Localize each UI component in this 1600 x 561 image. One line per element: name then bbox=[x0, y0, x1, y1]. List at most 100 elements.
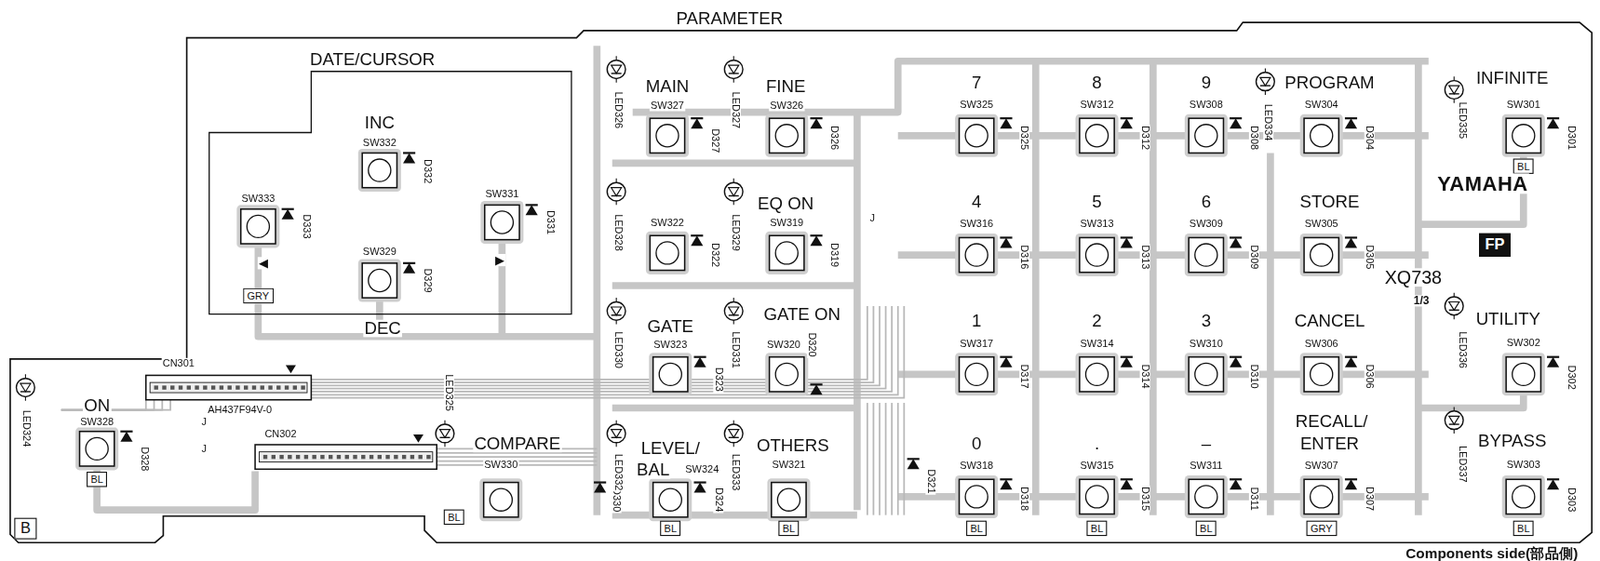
trace bbox=[592, 45, 601, 515]
switch-plunger bbox=[1195, 485, 1218, 509]
switch-body bbox=[362, 263, 397, 298]
key-legend: INC bbox=[363, 113, 396, 132]
arrow-symbol: ▶ bbox=[494, 254, 506, 267]
part-label: SW307 bbox=[1304, 461, 1340, 472]
switch-pad bbox=[1300, 114, 1344, 158]
switch-plunger bbox=[489, 488, 512, 511]
part-ref: LED327 bbox=[730, 90, 741, 130]
tag-text: BL bbox=[1090, 523, 1103, 535]
sheet-number: 1/3 bbox=[1412, 295, 1431, 307]
switch-body bbox=[959, 237, 995, 272]
tag-text: BL bbox=[90, 473, 103, 485]
switch-plunger bbox=[658, 488, 682, 511]
part-ref: LED329 bbox=[730, 213, 741, 253]
part-label: SW301 bbox=[1505, 99, 1542, 110]
cap-color-tag: GRY bbox=[1306, 521, 1337, 537]
switch-body bbox=[769, 357, 805, 392]
cap-color-tag: BL bbox=[778, 521, 799, 537]
part-ref: D323 bbox=[712, 366, 724, 393]
switch-plunger bbox=[775, 242, 798, 265]
connector-pin bbox=[219, 385, 224, 390]
led-bar bbox=[1260, 84, 1271, 86]
diode-bar bbox=[1344, 356, 1358, 359]
key-legend: 3 bbox=[1200, 312, 1213, 331]
switch-plunger bbox=[965, 485, 988, 509]
part-label: CN301 bbox=[161, 358, 196, 369]
part-ref: LED331 bbox=[730, 330, 741, 370]
trace bbox=[897, 403, 900, 516]
led-bar bbox=[611, 437, 622, 439]
connector-pin bbox=[410, 455, 415, 459]
diode-symbol bbox=[907, 458, 920, 470]
switch-pad bbox=[358, 258, 402, 302]
switch-plunger bbox=[965, 363, 988, 386]
led-symbol bbox=[724, 424, 743, 444]
connector-pin bbox=[369, 455, 374, 459]
tag-text: B bbox=[20, 519, 31, 538]
part-label: SW326 bbox=[768, 101, 805, 112]
part-label: SW303 bbox=[1505, 459, 1542, 471]
part-ref: D306 bbox=[1364, 363, 1375, 390]
trace bbox=[853, 112, 861, 511]
part-ref: D317 bbox=[1019, 363, 1030, 390]
tag-text: BL bbox=[782, 523, 795, 535]
led-triangle bbox=[611, 65, 622, 74]
diode-bar bbox=[999, 117, 1012, 120]
led-triangle bbox=[1449, 416, 1460, 425]
key-legend: INFINITE bbox=[1475, 69, 1550, 88]
part-ref: LED337 bbox=[1457, 444, 1468, 485]
part-label: SW304 bbox=[1304, 99, 1340, 110]
switch-plunger bbox=[1195, 124, 1218, 148]
trace bbox=[310, 306, 898, 395]
part-ref: D310 bbox=[1249, 363, 1260, 390]
key-legend: OTHERS bbox=[755, 437, 831, 456]
part-ref: D327 bbox=[710, 127, 721, 154]
switch-pad bbox=[75, 427, 119, 471]
cap-color-tag: BL bbox=[443, 510, 465, 525]
switch-plunger bbox=[1085, 363, 1108, 386]
diode-symbol bbox=[999, 479, 1012, 490]
switch-body bbox=[649, 235, 685, 270]
trace bbox=[1032, 61, 1040, 516]
led-bar bbox=[728, 72, 740, 74]
led-symbol bbox=[724, 60, 743, 80]
part-label: SW321 bbox=[770, 459, 807, 471]
part-ref: D303 bbox=[1566, 486, 1577, 513]
switch-pad bbox=[1184, 352, 1228, 396]
diode-bar bbox=[809, 234, 822, 237]
trace bbox=[1414, 61, 1423, 516]
switch-plunger bbox=[1310, 485, 1333, 509]
switch-body bbox=[484, 483, 519, 518]
part-ref: LED334 bbox=[1263, 103, 1274, 143]
diode-bar bbox=[690, 234, 703, 237]
switch-body bbox=[1188, 118, 1224, 153]
switch-plunger bbox=[85, 437, 108, 460]
switch-plunger bbox=[1310, 363, 1333, 386]
switch-body bbox=[959, 118, 995, 153]
switch-body bbox=[771, 483, 807, 518]
part-label: SW312 bbox=[1078, 99, 1115, 110]
part-ref: D318 bbox=[1019, 485, 1030, 512]
switch-plunger bbox=[775, 363, 798, 386]
connector-body bbox=[255, 444, 437, 470]
diode-bar bbox=[1120, 236, 1133, 239]
part-label: CN302 bbox=[263, 430, 297, 441]
connector-pin bbox=[295, 455, 300, 459]
part-ref: D332 bbox=[422, 158, 433, 185]
board-outline bbox=[10, 22, 1592, 543]
key-legend: 9 bbox=[1200, 73, 1213, 92]
switch-body bbox=[959, 479, 995, 514]
diode-bar bbox=[1546, 117, 1560, 120]
part-label: SW328 bbox=[79, 416, 115, 428]
connector-pin bbox=[293, 385, 297, 390]
diode-symbol bbox=[593, 483, 606, 494]
connector-pin bbox=[178, 385, 183, 390]
part-label: SW329 bbox=[362, 246, 398, 257]
led-bar bbox=[440, 437, 451, 439]
part-label: AH437F94V-0 bbox=[206, 404, 273, 416]
switch-pad bbox=[1502, 475, 1546, 519]
connector-pin bbox=[361, 455, 365, 459]
part-ref: LED324 bbox=[21, 409, 32, 449]
switch-body bbox=[80, 431, 115, 467]
